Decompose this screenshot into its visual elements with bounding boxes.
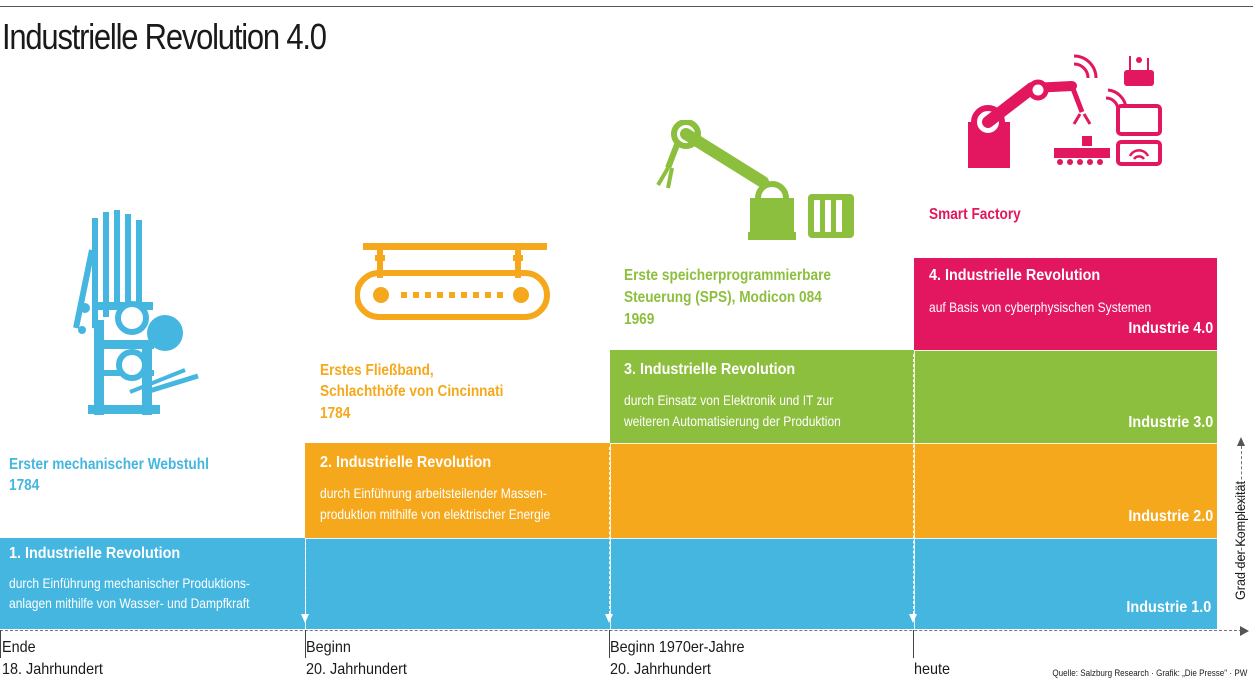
smart-factory-icon <box>962 52 1172 172</box>
time-axis-arrow-icon <box>1240 626 1249 636</box>
level-label-4: Industrie 4.0 <box>1128 320 1213 338</box>
invention-2-line: Erstes Fließband, <box>320 361 434 381</box>
timeline-label: 20. Jahrhundert <box>306 659 407 681</box>
complexity-axis-arrow-icon <box>1237 437 1245 446</box>
divider <box>610 443 611 629</box>
stage-3-heading: 3. Industrielle Revolution <box>624 361 795 379</box>
stage-2-heading: 2. Industrielle Revolution <box>320 454 491 472</box>
timeline-label: 18. Jahrhundert <box>2 659 103 681</box>
loom-icon <box>70 210 205 420</box>
stage-2-desc-line: durch Einführung arbeitsteilender Massen… <box>320 484 547 503</box>
robot-arm-plc-icon <box>648 120 863 245</box>
timeline-label: Ende <box>2 637 36 659</box>
invention-3-line: Erste speicherprogrammierbare <box>624 266 831 286</box>
time-axis <box>0 630 1242 631</box>
invention-2-line: Schlachthöfe von Cincinnati <box>320 382 503 402</box>
timeline-label: 20. Jahrhundert <box>610 659 711 681</box>
timeline-tick <box>0 630 1 658</box>
stage-3-desc-line: weiteren Automatisierung der Produktion <box>624 412 841 431</box>
timeline-tick <box>913 630 914 658</box>
down-arrow-icon <box>909 614 917 623</box>
top-rule <box>0 6 1253 7</box>
invention-1-line: Erster mechanischer Webstuhl <box>9 455 209 475</box>
stage-4-desc-line: auf Basis von cyberphysischen Systemen <box>929 298 1151 317</box>
invention-3-line: Steuerung (SPS), Modicon 084 <box>624 288 822 308</box>
divider <box>914 350 915 629</box>
down-arrow-icon <box>605 614 613 623</box>
invention-3-line: 1969 <box>624 310 654 330</box>
divider <box>305 538 1217 539</box>
conveyor-belt-icon <box>355 243 555 323</box>
down-arrow-icon <box>301 614 309 623</box>
timeline-label: Beginn <box>306 637 351 659</box>
invention-4-line: Smart Factory <box>929 205 1021 225</box>
stage-3-desc-line: durch Einsatz von Elektronik und IT zur <box>624 391 833 410</box>
source-credit: Quelle: Salzburg Research · Grafik: „Die… <box>1052 668 1247 679</box>
invention-1-line: 1784 <box>9 476 39 496</box>
complexity-axis-label: Grad der Komplexität <box>1232 481 1248 600</box>
page-title: Industrielle Revolution 4.0 <box>2 16 326 58</box>
stage-marker-line <box>609 447 610 614</box>
level-label-2: Industrie 2.0 <box>1128 508 1213 526</box>
level-label-3: Industrie 3.0 <box>1128 414 1213 432</box>
stage-1-desc-line: durch Einführung mechanischer Produktion… <box>9 574 250 593</box>
level-label-1: Industrie 1.0 <box>1126 599 1211 617</box>
stage-4-heading: 4. Industrielle Revolution <box>929 267 1100 285</box>
stage-marker-line <box>305 542 306 614</box>
invention-2-line: 1784 <box>320 404 350 424</box>
timeline-label: Beginn 1970er-Jahre <box>610 637 744 659</box>
divider <box>914 350 1217 351</box>
timeline-label: heute <box>914 659 950 681</box>
stage-1-heading: 1. Industrielle Revolution <box>9 545 180 563</box>
stage-2-desc-line: produktion mithilfe von elektrischer Ene… <box>320 505 550 524</box>
stage-1-desc-line: anlagen mithilfe von Wasser- und Dampfkr… <box>9 594 249 613</box>
stage-marker-line <box>913 354 914 614</box>
